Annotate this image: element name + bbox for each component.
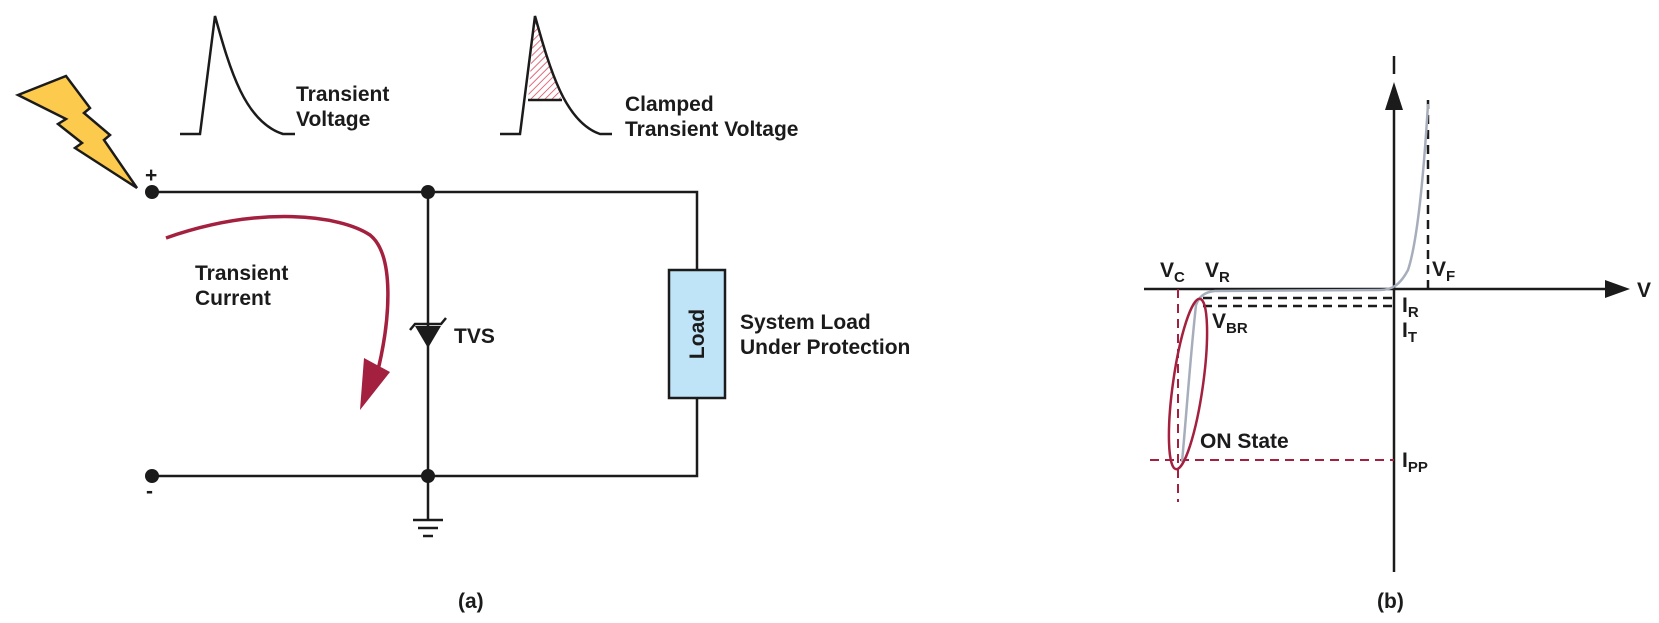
minus-terminal — [145, 469, 159, 483]
transient-current-label-line1: Transient — [195, 262, 288, 285]
transient-current-label-line2: Current — [195, 287, 271, 310]
vc-label: VC — [1160, 259, 1185, 286]
caption-a: (a) — [458, 590, 484, 613]
minus-sign: - — [146, 480, 153, 503]
panel-b-iv-curve: V ON State VC VR VF VBR IR IT IPP (b) — [1144, 56, 1651, 613]
v-axis-arrow-icon — [1605, 280, 1630, 298]
on-state-highlight — [1167, 297, 1209, 471]
tvs-label: TVS — [454, 325, 495, 348]
clamped-voltage-waveform — [500, 15, 612, 136]
panel-a-circuit: Transient Voltage Clamped Transient Volt… — [14, 15, 910, 613]
top-junction — [421, 185, 435, 199]
plus-sign: + — [145, 164, 157, 187]
vr-label: VR — [1205, 259, 1230, 286]
bottom-wire — [152, 398, 699, 478]
ground-icon — [413, 518, 443, 538]
lightning-icon — [14, 74, 139, 190]
system-load-label-line2: Under Protection — [740, 336, 910, 359]
v-axis-label: V — [1637, 279, 1651, 302]
transient-current-arrow — [165, 214, 390, 371]
iv-curve — [1180, 103, 1430, 463]
i-axis-arrow-icon — [1385, 82, 1403, 110]
clamped-hatch-area — [528, 16, 562, 100]
ipp-label: IPP — [1402, 449, 1428, 476]
bottom-junction — [421, 469, 435, 483]
caption-b: (b) — [1377, 590, 1404, 613]
transient-voltage-label-line2: Voltage — [296, 108, 370, 131]
it-label: IT — [1402, 319, 1417, 346]
transient-voltage-waveform — [180, 15, 295, 136]
tvs-diode-bar — [409, 317, 447, 331]
vf-label: VF — [1432, 258, 1455, 285]
clamped-voltage-label-line2: Transient Voltage — [625, 118, 799, 141]
vbr-label: VBR — [1212, 310, 1248, 337]
clamped-voltage-label-line1: Clamped — [625, 93, 714, 116]
tvs-diode-icon — [415, 326, 441, 348]
load-label: Load — [686, 309, 709, 359]
system-load-label-line1: System Load — [740, 311, 871, 334]
top-wire — [152, 190, 699, 270]
arrowhead-icon — [360, 358, 390, 410]
ir-label: IR — [1402, 294, 1419, 321]
transient-voltage-label-line1: Transient — [296, 83, 389, 106]
load-box — [667, 268, 727, 400]
plus-terminal — [145, 185, 159, 199]
on-state-label: ON State — [1200, 430, 1289, 453]
